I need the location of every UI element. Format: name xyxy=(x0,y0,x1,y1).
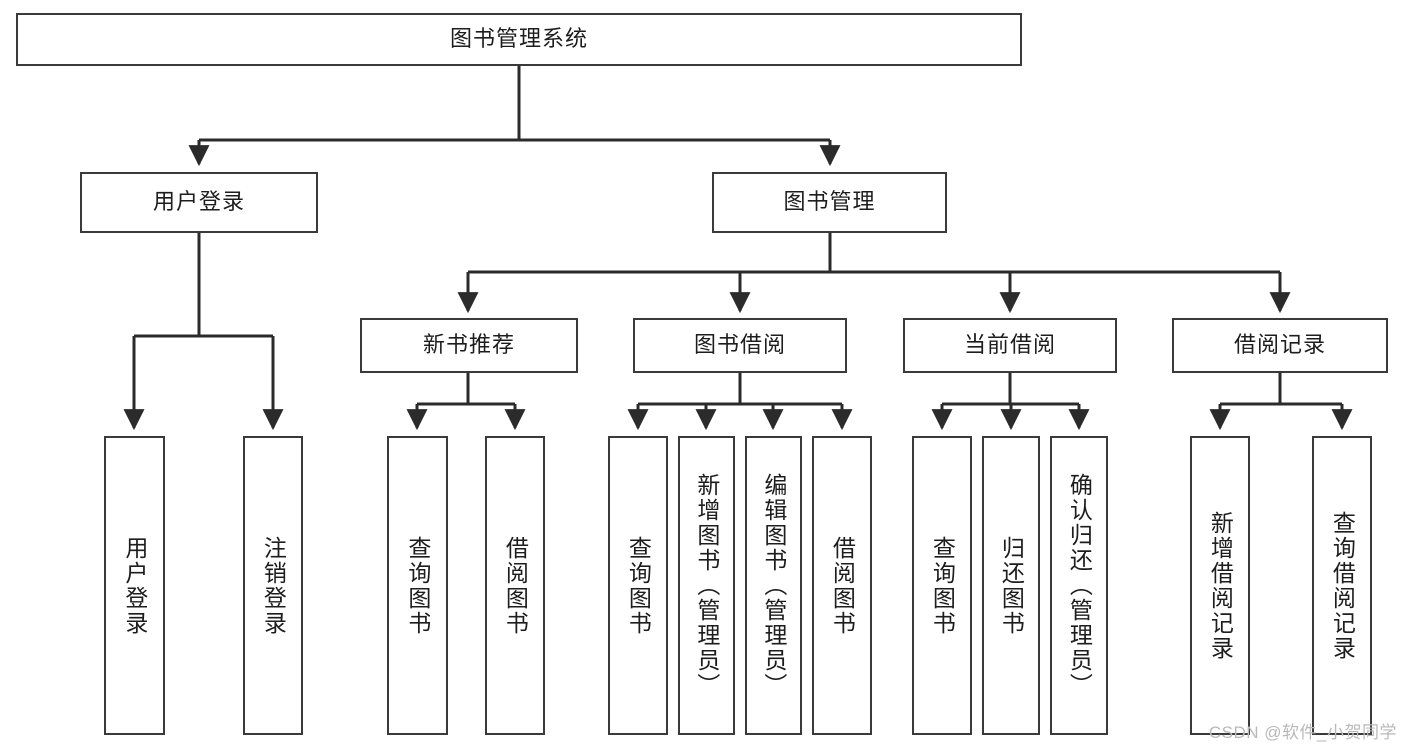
node-leaf-9-label: 归还图书 xyxy=(998,535,1025,636)
node-leaf-8[interactable]: 查询图书 xyxy=(912,436,972,735)
node-leaf-5[interactable]: 新增图书（管理员） xyxy=(678,436,735,735)
node-level2-1[interactable]: 图书借阅 xyxy=(633,318,847,373)
node-leaf-0[interactable]: 用户登录 xyxy=(104,436,165,735)
csdn-watermark: CSDN @软件_小贺同学 xyxy=(1208,723,1397,742)
node-root-system-label: 图书管理系统 xyxy=(449,26,588,52)
node-level1-0-label: 用户登录 xyxy=(152,189,245,215)
node-leaf-7[interactable]: 借阅图书 xyxy=(812,436,872,735)
node-root-system[interactable]: 图书管理系统 xyxy=(16,13,1022,66)
node-level2-3-label: 借阅记录 xyxy=(1233,332,1326,358)
node-level2-2-label: 当前借阅 xyxy=(963,332,1056,358)
node-leaf-12-label: 查询借阅记录 xyxy=(1329,510,1356,661)
node-level1-1-label: 图书管理 xyxy=(783,189,876,215)
node-leaf-10-label: 确认归还（管理员） xyxy=(1066,473,1093,698)
node-leaf-1-label: 注销登录 xyxy=(260,535,287,636)
node-leaf-10[interactable]: 确认归还（管理员） xyxy=(1050,436,1108,735)
node-leaf-4-label: 查询图书 xyxy=(625,535,652,636)
node-leaf-2[interactable]: 查询图书 xyxy=(387,436,448,735)
node-level1-0[interactable]: 用户登录 xyxy=(80,172,318,233)
node-level2-0-label: 新书推荐 xyxy=(422,332,515,358)
node-level2-3[interactable]: 借阅记录 xyxy=(1172,318,1388,373)
node-leaf-6[interactable]: 编辑图书（管理员） xyxy=(745,436,802,735)
node-leaf-2-label: 查询图书 xyxy=(404,535,431,636)
node-leaf-4[interactable]: 查询图书 xyxy=(608,436,668,735)
node-level1-1[interactable]: 图书管理 xyxy=(712,172,947,233)
node-leaf-0-label: 用户登录 xyxy=(121,535,148,636)
node-leaf-3-label: 借阅图书 xyxy=(502,535,529,636)
node-leaf-1[interactable]: 注销登录 xyxy=(243,436,303,735)
node-leaf-5-label: 新增图书（管理员） xyxy=(693,473,720,698)
node-level2-1-label: 图书借阅 xyxy=(693,332,786,358)
node-leaf-7-label: 借阅图书 xyxy=(829,535,856,636)
node-leaf-12[interactable]: 查询借阅记录 xyxy=(1312,436,1372,735)
node-leaf-3[interactable]: 借阅图书 xyxy=(485,436,545,735)
node-leaf-11-label: 新增借阅记录 xyxy=(1207,510,1234,661)
node-leaf-9[interactable]: 归还图书 xyxy=(982,436,1040,735)
node-level2-2[interactable]: 当前借阅 xyxy=(903,318,1117,373)
node-leaf-6-label: 编辑图书（管理员） xyxy=(760,473,787,698)
node-level2-0[interactable]: 新书推荐 xyxy=(360,318,578,373)
node-leaf-8-label: 查询图书 xyxy=(929,535,956,636)
node-leaf-11[interactable]: 新增借阅记录 xyxy=(1190,436,1250,735)
